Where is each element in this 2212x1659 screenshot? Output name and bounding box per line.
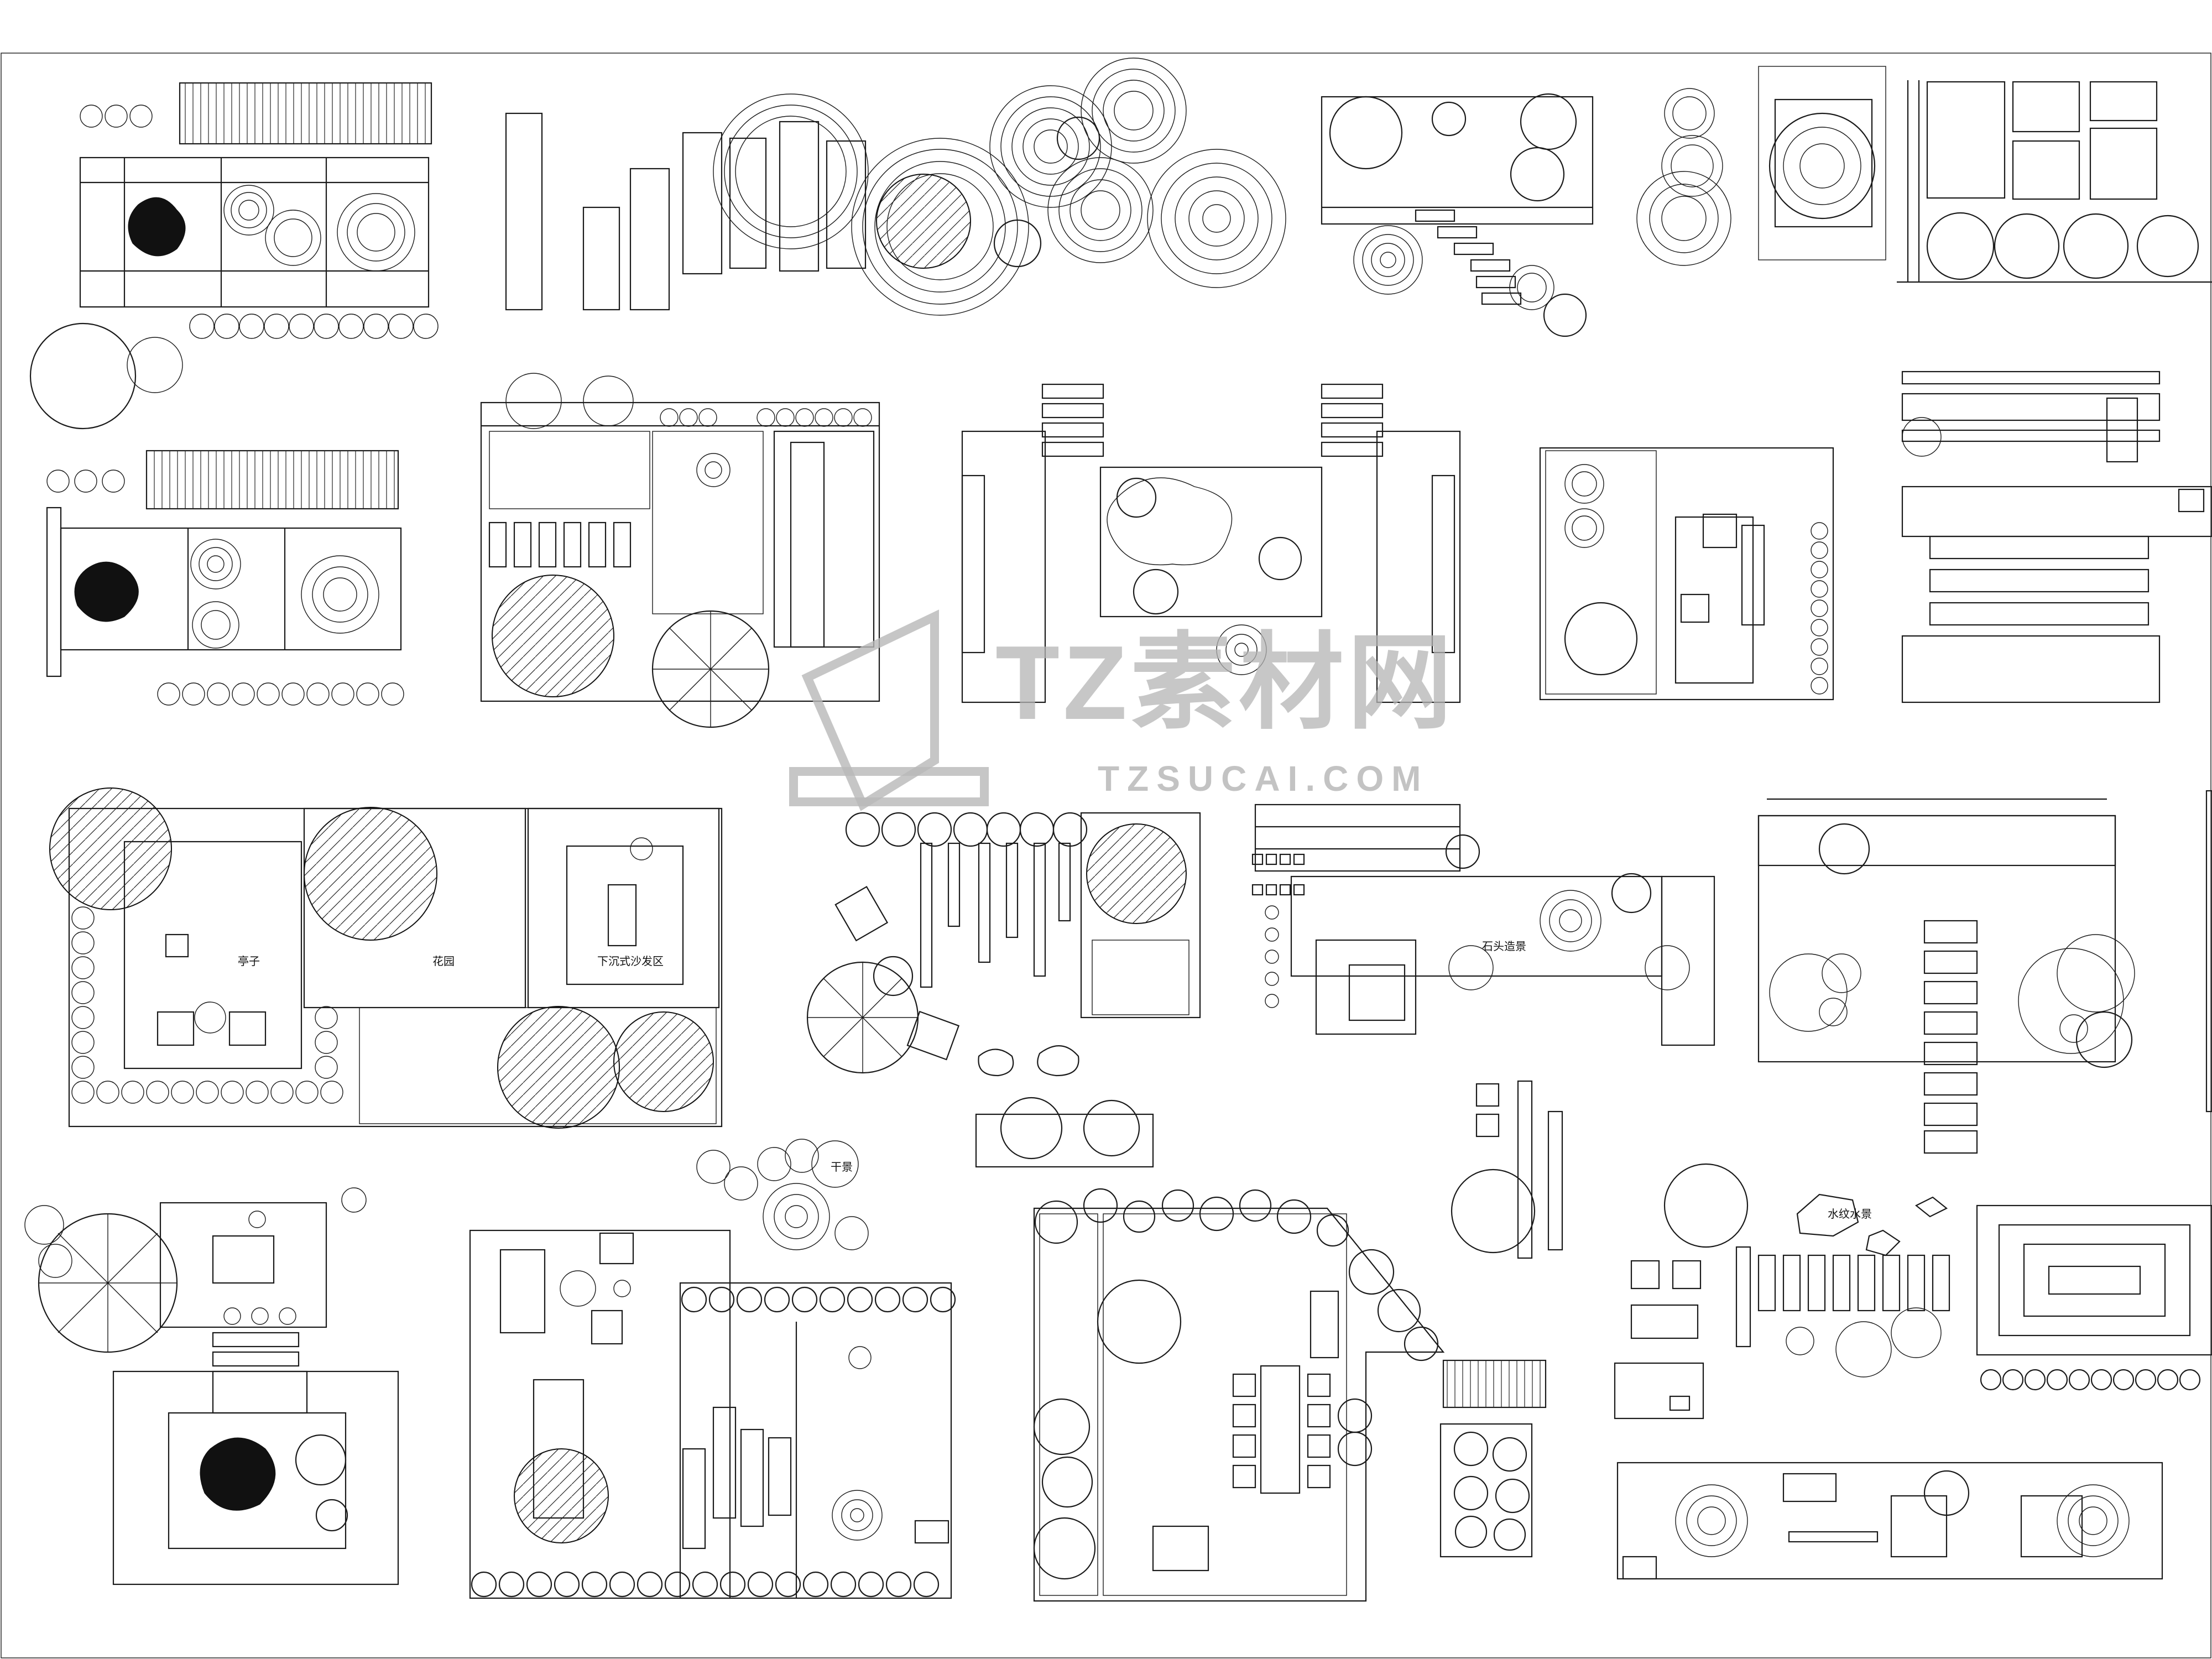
plan-courtyard-steps: [1321, 93, 1594, 337]
ripple-circle-icon: [80, 105, 153, 128]
stepping-stone-icon: [189, 314, 439, 339]
umbrella-icon: [38, 1213, 178, 1353]
shrub-icon: [876, 174, 971, 269]
tree-plan-icon: [2075, 1011, 2133, 1068]
tree-plan-icon: [1520, 93, 1577, 150]
shrub-icon: [1663, 1163, 1749, 1248]
plan-stepping-path-ripples: [505, 58, 1286, 316]
boulder-icon: [1796, 1193, 1859, 1237]
boulder-icon: [978, 1048, 1014, 1077]
watermark: TZ素材网 TZSUCAI.COM: [789, 609, 1455, 811]
shrub-icon: [200, 1437, 276, 1511]
lounge-chair-icon: [906, 1010, 960, 1061]
watermark-url: TZSUCAI.COM: [1098, 759, 1428, 799]
plan-umbrella-lounge: [24, 1187, 399, 1585]
sunken-sofa-label: 下沉式沙发区: [597, 955, 664, 968]
dry-scene-label: 干景: [831, 1161, 853, 1173]
tree-plan-icon: [497, 1006, 620, 1129]
plan-stone-water-feature: 水纹水景: [1614, 1163, 2212, 1580]
flowerbed-label: 花园: [432, 955, 455, 968]
plan-pavilion-garden: 亭子 花园 下沉式沙发区: [49, 787, 723, 1129]
plan-stepped-path: [1901, 371, 2212, 703]
lounge-chair-icon: [599, 1232, 634, 1265]
plan-dry-scene-garden: 干景: [696, 812, 1201, 1250]
plan-zen-garden-1: [29, 82, 439, 430]
umbrella-icon: [651, 610, 770, 728]
plan-zen-garden-2: [46, 450, 404, 706]
lounge-chair-icon: [591, 1310, 623, 1345]
drawing-border: [1, 53, 2211, 1658]
tree-plan-icon: [1086, 823, 1187, 924]
shrub-icon: [1543, 293, 1587, 337]
boulder-icon: [1902, 417, 1942, 457]
plan-central-pond-courtyard: [961, 383, 1461, 703]
boulder-icon: [993, 219, 1042, 268]
tree-plan-icon: [304, 807, 437, 941]
tree-plan-icon: [613, 1011, 714, 1112]
watermark-brand: TZ素材网: [995, 624, 1455, 742]
tree-plan-icon: [127, 337, 183, 393]
tree-plan-icon: [514, 1448, 609, 1543]
tree-plan-icon: [49, 787, 172, 910]
plan-planted-deck: [1033, 1080, 1563, 1602]
lounge-chair-icon: [499, 1249, 546, 1334]
tree-plan-icon: [1329, 96, 1403, 170]
pavilion-label: 亭子: [238, 955, 260, 968]
umbrella-icon: [806, 961, 919, 1074]
lounge-chair-icon: [156, 1011, 195, 1046]
boulder-icon: [1914, 1196, 1948, 1218]
tree-plan-icon: [1451, 1168, 1536, 1254]
lounge-chair-icon: [834, 885, 889, 942]
shrub-icon: [74, 561, 139, 622]
boulder-icon: [1865, 1229, 1901, 1256]
plan-circular-stone-garden: [1636, 66, 2212, 283]
lounge-chair-icon: [228, 1011, 267, 1046]
shrub-icon: [1818, 823, 1870, 875]
shrub-icon: [1564, 602, 1638, 676]
plan-courtyard-seating: [1539, 447, 1834, 701]
plan-lawn-steps: [1757, 790, 2212, 1154]
plan-stone-scene-terrace: 石头造景: [1251, 804, 1715, 1046]
boulder-icon: [1056, 116, 1100, 160]
plan-deck-with-umbrella: [480, 373, 880, 728]
tree-plan-icon: [1923, 1470, 1970, 1516]
watermark-logo-icon: [789, 609, 989, 811]
water-feature-label: 水纹水景: [1828, 1208, 1872, 1220]
tree-plan-icon: [492, 575, 614, 697]
stone-scene-label: 石头造景: [1482, 940, 1526, 953]
plan-lounge-terrace: [469, 1229, 956, 1599]
shrub-icon: [128, 197, 186, 257]
boulder-icon: [1037, 1045, 1079, 1077]
